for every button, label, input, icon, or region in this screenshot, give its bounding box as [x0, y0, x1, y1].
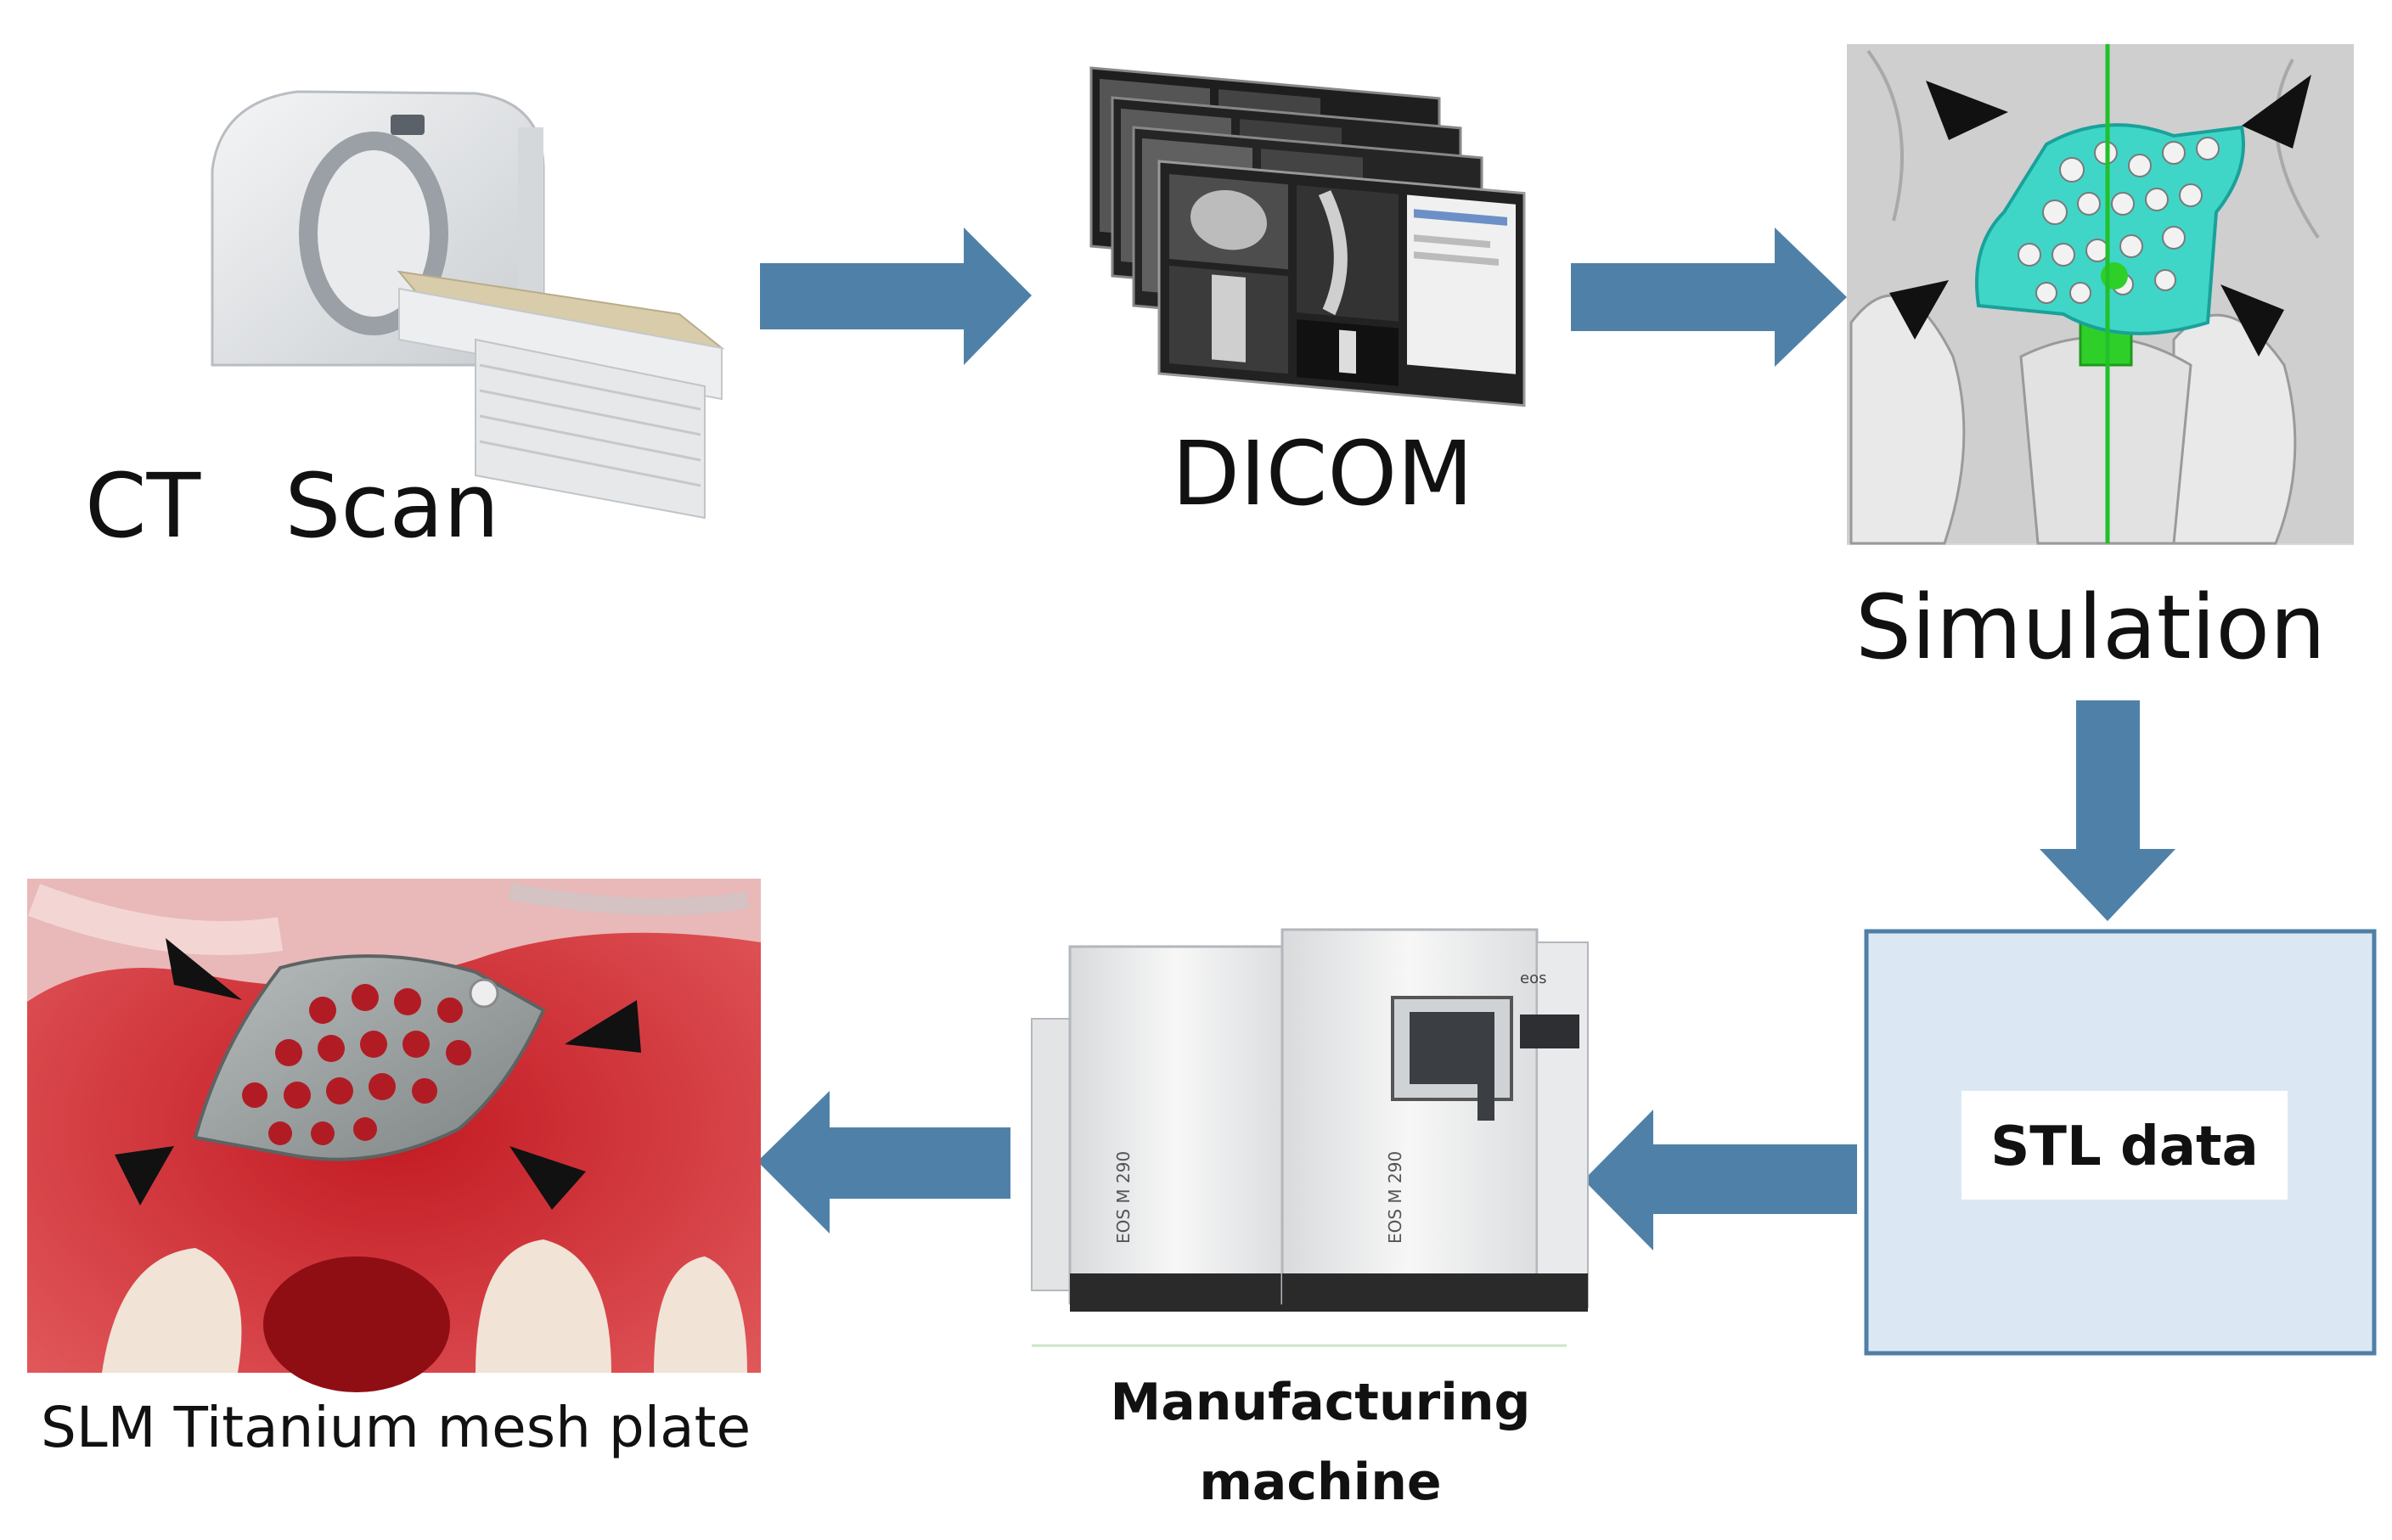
simulation-label: Simulation — [1855, 576, 2326, 679]
machine-model-right: EOS M 290 — [1385, 1151, 1405, 1244]
manufacturing-label-line2: machine — [1199, 1453, 1441, 1512]
arrow-stl-to-manufacturing — [1584, 1110, 1857, 1251]
ct-scan-label: CT Scan — [85, 454, 499, 558]
manufacturing-machine-image: eos EOS M 290 EOS M 290 — [1027, 928, 1589, 1347]
arrow-ct-to-dicom — [760, 228, 1032, 365]
ct-scanner-image — [211, 90, 725, 520]
slm-plate-photo — [27, 879, 761, 1392]
dicom-label: DICOM — [1172, 422, 1473, 526]
slm-plate-label: SLM Titanium mesh plate — [41, 1395, 751, 1460]
stl-data-label: STL data — [1990, 1116, 2259, 1178]
simulation-image — [1847, 44, 2354, 545]
dicom-images — [1089, 66, 1526, 407]
stl-data-label-background — [1961, 1091, 2288, 1200]
machine-model-left: EOS M 290 — [1113, 1151, 1134, 1244]
arrow-manufacturing-to-plate — [757, 1091, 1010, 1234]
manufacturing-label-line1: Manufacturing — [1111, 1373, 1531, 1432]
svg-text:eos: eos — [1520, 970, 1546, 987]
arrow-dicom-to-simulation — [1571, 228, 1847, 367]
arrow-simulation-to-stl — [2040, 700, 2175, 921]
